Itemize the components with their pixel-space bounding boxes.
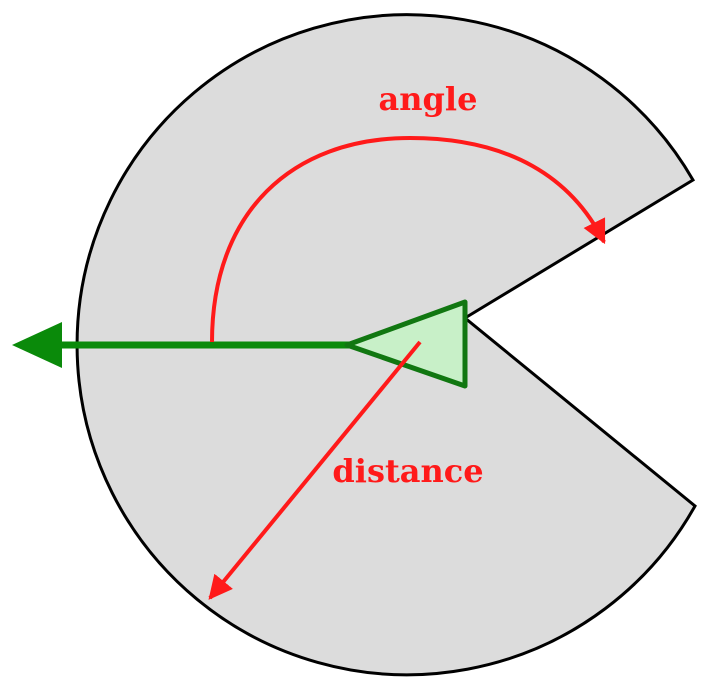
angle-arc-arrow <box>210 135 606 343</box>
angle-label: angle <box>379 80 478 118</box>
distance-label: distance <box>332 452 483 490</box>
direction-arrow-head <box>12 322 62 368</box>
observer-triangle <box>344 299 468 389</box>
distance-arrow <box>208 340 422 600</box>
